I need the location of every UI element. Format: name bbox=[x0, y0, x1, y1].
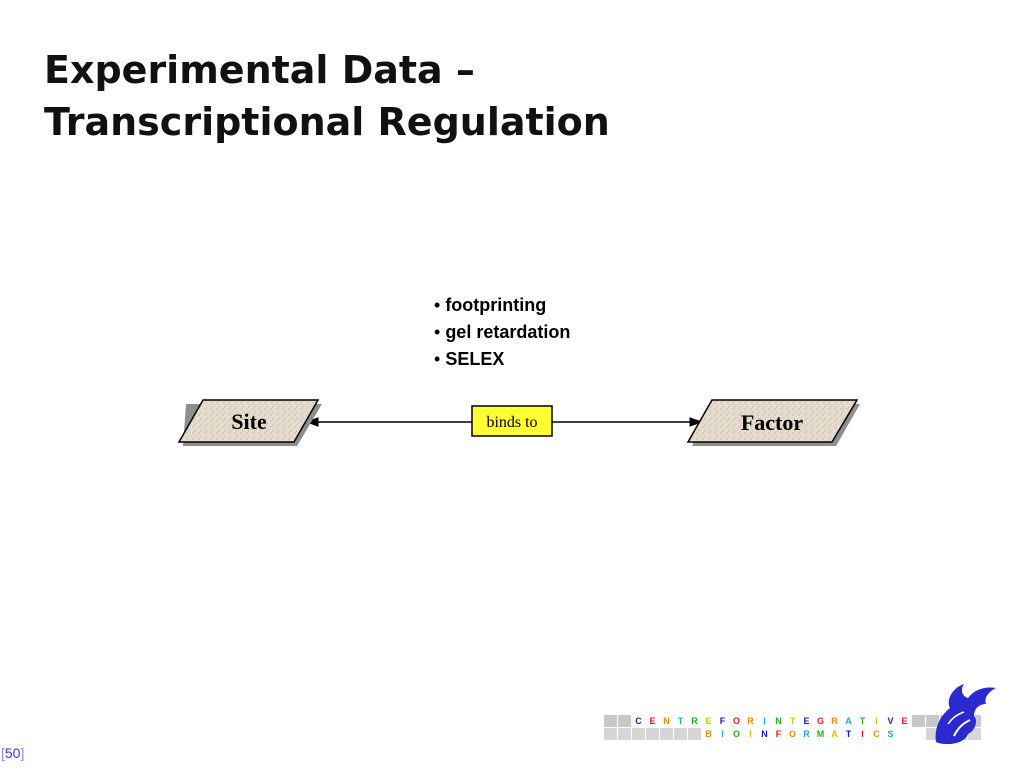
logo-letter-cell: I bbox=[743, 727, 758, 741]
method-item: footprinting bbox=[434, 292, 570, 319]
logo-blank-cell bbox=[659, 727, 674, 741]
relation-box bbox=[471, 405, 553, 437]
logo-letter-cell: T bbox=[673, 714, 688, 728]
slide-title: Experimental Data – Transcriptional Regu… bbox=[44, 44, 610, 148]
logo-letter-cell: C bbox=[631, 714, 646, 728]
logo-letter-cell: V bbox=[897, 727, 912, 741]
logo-letter-cell: T bbox=[841, 727, 856, 741]
site-label: Site bbox=[231, 409, 267, 434]
logo-letter-cell: E bbox=[645, 714, 660, 728]
relation-label: binds to bbox=[486, 414, 537, 431]
logo-letter-cell: A bbox=[841, 714, 856, 728]
logo-letter-cell: O bbox=[729, 727, 744, 741]
logo-letter-cell: R bbox=[687, 714, 702, 728]
slide-number: [50] bbox=[1, 745, 25, 761]
logo-blank-cell bbox=[603, 727, 618, 741]
logo-letter-cell: N bbox=[757, 727, 772, 741]
logo-letter-cell: T bbox=[855, 714, 870, 728]
logo-letter-cell: A bbox=[827, 727, 842, 741]
logo-letter-cell: N bbox=[771, 714, 786, 728]
slide-title-line-2: Transcriptional Regulation bbox=[44, 100, 610, 144]
logo-blank-cell bbox=[911, 714, 926, 728]
logo-letter-cell: O bbox=[785, 727, 800, 741]
method-item: gel retardation bbox=[434, 319, 570, 346]
logo-letter-cell: I bbox=[757, 714, 772, 728]
logo-letter-cell: B bbox=[701, 727, 716, 741]
logo-blank-cell bbox=[617, 714, 632, 728]
logo-letter-cell: R bbox=[827, 714, 842, 728]
logo-blank-cell bbox=[673, 727, 688, 741]
griffin-crest-icon bbox=[935, 684, 996, 744]
logo-letter-cell: V bbox=[883, 714, 898, 728]
site-shape bbox=[177, 399, 320, 443]
logo-letter-cell: O bbox=[729, 714, 744, 728]
method-list: footprinting gel retardation SELEX bbox=[434, 292, 570, 373]
logo-letter-cell: R bbox=[799, 727, 814, 741]
logo-letter-cell: G bbox=[813, 714, 828, 728]
logo-blank-cell bbox=[617, 727, 632, 741]
logo-blank-cell bbox=[631, 727, 646, 741]
method-item: SELEX bbox=[434, 346, 570, 373]
logo-letter-cell: I bbox=[855, 727, 870, 741]
logo-letter-cell: I bbox=[869, 714, 884, 728]
logo-letter-cell: I bbox=[715, 727, 730, 741]
logo-blank-cell bbox=[687, 727, 702, 741]
logo-letter-cell: E bbox=[897, 714, 912, 728]
factor-label: Factor bbox=[741, 410, 804, 435]
logo-letter-cell: F bbox=[771, 727, 786, 741]
factor-shape bbox=[686, 399, 859, 443]
logo-letter-cell: M bbox=[813, 727, 828, 741]
logo-letter-cell: F bbox=[715, 714, 730, 728]
slide-title-line-1: Experimental Data – bbox=[44, 48, 475, 92]
logo-letter-cell: S bbox=[883, 727, 898, 741]
logo-letter-cell: E bbox=[799, 714, 814, 728]
logo-letter-cell: T bbox=[785, 714, 800, 728]
logo-letter-cell: R bbox=[743, 714, 758, 728]
logo-letter-cell: U bbox=[911, 727, 926, 741]
logo-letter-cell: E bbox=[701, 714, 716, 728]
logo-letter-cell: C bbox=[869, 727, 884, 741]
logo-blank-cell bbox=[603, 714, 618, 728]
logo-letter-cell: N bbox=[659, 714, 674, 728]
logo-blank-cell bbox=[645, 727, 660, 741]
logo-blank-cell bbox=[925, 714, 940, 728]
